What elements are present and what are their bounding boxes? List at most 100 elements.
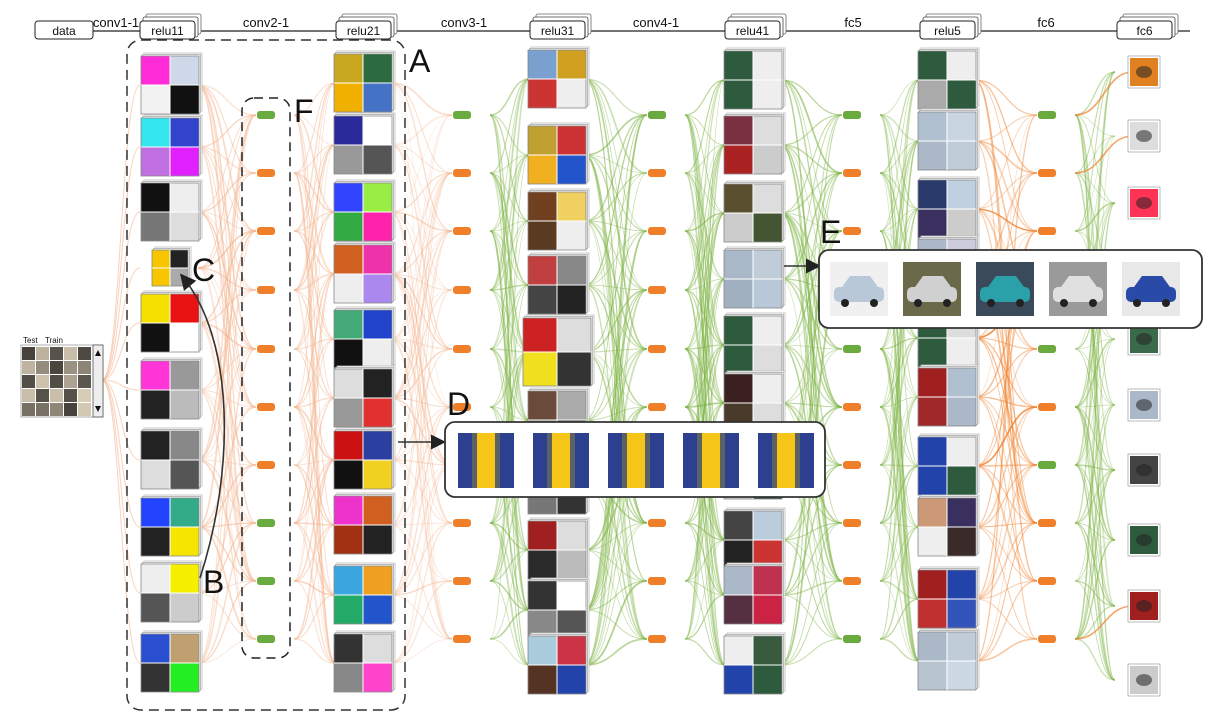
cluster-node[interactable] [843,345,861,353]
feature-thumbnail[interactable] [527,122,590,185]
input-image[interactable] [78,361,91,374]
cluster-node[interactable] [648,111,666,119]
cluster-node[interactable] [843,227,861,235]
layer-box-relu11[interactable]: relu11 [139,13,202,40]
input-image[interactable] [22,347,35,360]
cluster-node[interactable] [453,577,471,585]
input-image[interactable] [50,361,63,374]
feature-thumbnail[interactable] [333,112,396,175]
feature-thumbnail[interactable] [140,560,203,623]
feature-thumbnail[interactable] [522,314,595,387]
input-image[interactable] [78,403,91,416]
cluster-node[interactable] [648,169,666,177]
feature-thumbnail[interactable] [723,180,786,243]
input-image[interactable] [36,361,49,374]
cluster-node[interactable] [257,577,275,585]
cluster-node[interactable] [648,519,666,527]
cluster-node[interactable] [257,286,275,294]
input-image[interactable] [50,347,63,360]
input-image[interactable] [64,403,77,416]
input-panel[interactable]: Test Train [20,336,104,418]
feature-thumbnail[interactable] [333,365,396,428]
feature-thumbnail[interactable] [527,517,590,580]
cluster-node[interactable] [1038,169,1056,177]
cluster-node[interactable] [453,345,471,353]
output-thumbnail[interactable] [1127,55,1161,89]
cluster-node[interactable] [453,635,471,643]
cluster-node[interactable] [1038,403,1056,411]
feature-thumbnail[interactable] [723,312,786,375]
cluster-node[interactable] [843,461,861,469]
feature-thumbnail[interactable] [723,112,786,175]
layer-box-relu31[interactable]: relu31 [529,13,592,40]
cluster-node[interactable] [843,169,861,177]
cluster-node[interactable] [1038,345,1056,353]
layer-box-relu41[interactable]: relu41 [724,13,787,40]
input-tab-train[interactable]: Train [45,336,63,345]
feature-thumbnail[interactable] [140,52,203,115]
feature-thumbnail[interactable] [140,114,203,177]
feature-thumbnail[interactable] [140,290,203,353]
input-image[interactable] [22,403,35,416]
cluster-node[interactable] [1038,635,1056,643]
output-thumbnail[interactable] [1127,119,1161,153]
cluster-node[interactable] [453,111,471,119]
input-image[interactable] [36,403,49,416]
feature-thumbnail[interactable] [527,188,590,251]
input-image[interactable] [36,347,49,360]
feature-thumbnail[interactable] [723,47,786,110]
feature-thumbnail[interactable] [723,632,786,695]
feature-thumbnail[interactable] [333,241,396,304]
feature-thumbnail[interactable] [333,427,396,490]
layer-box-data[interactable]: data [34,20,94,40]
cluster-node[interactable] [648,635,666,643]
cluster-node[interactable] [843,519,861,527]
layer-box-relu21[interactable]: relu21 [335,13,398,40]
input-image[interactable] [36,389,49,402]
cluster-node[interactable] [453,227,471,235]
cluster-node[interactable] [1038,111,1056,119]
cluster-node[interactable] [257,635,275,643]
cluster-node[interactable] [843,577,861,585]
feature-thumbnail[interactable] [333,50,396,113]
cluster-node[interactable] [453,169,471,177]
input-image[interactable] [22,375,35,388]
output-thumbnail[interactable] [1127,453,1161,487]
feature-thumbnail[interactable] [917,628,980,691]
cluster-node[interactable] [843,635,861,643]
feature-thumbnail[interactable] [917,47,980,110]
input-image[interactable] [64,375,77,388]
feature-thumbnail[interactable] [333,179,396,242]
input-image[interactable] [78,389,91,402]
cluster-node[interactable] [1038,519,1056,527]
feature-thumbnail[interactable] [333,306,396,369]
feature-thumbnail[interactable] [140,630,203,693]
cluster-node[interactable] [257,461,275,469]
feature-thumbnail[interactable] [333,562,396,625]
input-image[interactable] [50,389,63,402]
input-scrollbar[interactable] [92,344,104,418]
feature-thumbnail[interactable] [723,246,786,309]
feature-thumbnail[interactable] [723,507,786,570]
feature-thumbnail[interactable] [527,577,590,640]
cluster-node[interactable] [257,227,275,235]
feature-thumbnail[interactable] [527,252,590,315]
feature-thumbnail[interactable] [140,357,203,420]
feature-thumbnail[interactable] [527,632,590,695]
cluster-node[interactable] [1038,227,1056,235]
feature-thumbnail[interactable] [140,179,203,242]
cluster-node[interactable] [453,403,471,411]
feature-thumbnail[interactable] [917,108,980,171]
output-thumbnail[interactable] [1127,663,1161,697]
cluster-node[interactable] [648,403,666,411]
feature-thumbnail[interactable] [917,433,980,496]
layer-box-fc6[interactable]: fc6 [1116,13,1179,40]
arrow-up-icon[interactable] [95,350,101,356]
input-image[interactable] [50,375,63,388]
feature-thumbnail[interactable] [917,494,980,557]
feature-thumbnail[interactable] [333,492,396,555]
cluster-node[interactable] [1038,577,1056,585]
cluster-node[interactable] [257,111,275,119]
cluster-node[interactable] [453,286,471,294]
input-image[interactable] [64,389,77,402]
